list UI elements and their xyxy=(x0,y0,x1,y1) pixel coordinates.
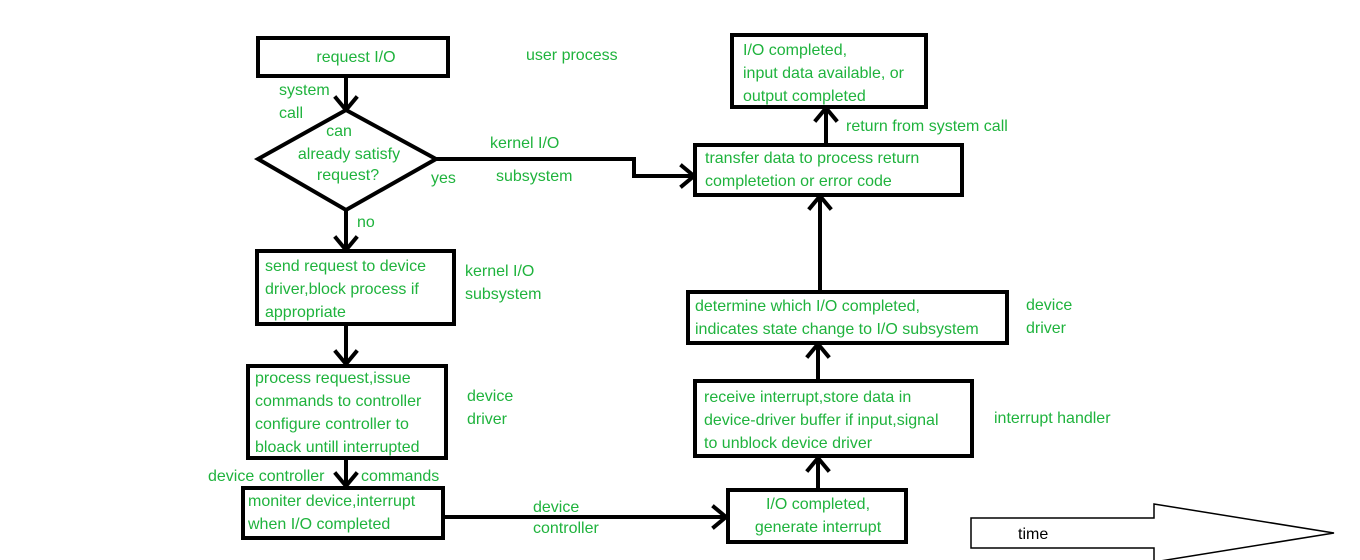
can-satisfy-decision: can already satisfy request? xyxy=(253,107,441,213)
label-yes: yes xyxy=(431,170,456,187)
send-request-line-2: driver,block process if xyxy=(265,281,419,298)
receive-line-3: to unblock device driver xyxy=(704,435,873,452)
determine-line-2: indicates state change to I/O subsystem xyxy=(695,321,979,338)
label-return-from-system-call: return from system call xyxy=(846,118,1008,135)
transfer-line-2: completetion or error code xyxy=(705,173,892,190)
decision-line-3: request? xyxy=(317,167,379,184)
monitor-device-box: moniter device,interrupt when I/O comple… xyxy=(241,486,445,540)
process-request-box: process request,issue commands to contro… xyxy=(246,364,448,460)
arrow-yes-to-transfer xyxy=(436,157,694,178)
decision-line-1: can xyxy=(326,123,352,140)
free-labels: user process system call yes no kernel I… xyxy=(208,47,1111,537)
label-subsystem-left: subsystem xyxy=(465,286,541,303)
receive-interrupt-box: receive interrupt,store data in device-d… xyxy=(693,379,974,458)
final-line-1: I/O completed, xyxy=(743,42,847,59)
request-io-box: request I/O xyxy=(256,36,450,78)
final-line-2: input data available, or xyxy=(743,65,905,82)
determine-box: determine which I/O completed, indicates… xyxy=(686,290,1009,345)
label-user-process: user process xyxy=(526,47,618,64)
process-request-line-3: configure controller to xyxy=(255,416,409,433)
label-system: system xyxy=(279,82,330,99)
send-request-line-3: appropriate xyxy=(265,304,346,321)
transfer-data-box: transfer data to process return complete… xyxy=(693,143,964,197)
time-label: time xyxy=(1018,526,1048,543)
generate-line-2: generate interrupt xyxy=(755,519,882,536)
label-call: call xyxy=(279,105,303,122)
generate-line-1: I/O completed, xyxy=(766,496,870,513)
request-io-text: request I/O xyxy=(316,49,395,66)
decision-line-2: already satisfy xyxy=(298,146,400,163)
process-request-line-1: process request,issue xyxy=(255,370,411,387)
label-controller-bottom: controller xyxy=(533,520,599,537)
monitor-device-line-2: when I/O completed xyxy=(247,516,390,533)
io-completed-generate-box: I/O completed, generate interrupt xyxy=(726,488,908,544)
transfer-line-1: transfer data to process return xyxy=(705,150,919,167)
send-request-box: send request to device driver,block proc… xyxy=(255,249,456,326)
final-line-3: output completed xyxy=(743,88,866,105)
label-interrupt-handler: interrupt handler xyxy=(994,410,1111,427)
receive-line-2: device-driver buffer if input,signal xyxy=(704,412,939,429)
label-device-left: device xyxy=(467,388,513,405)
label-subsystem-top: subsystem xyxy=(496,168,572,185)
determine-line-1: determine which I/O completed, xyxy=(695,298,920,315)
time-arrow: time xyxy=(970,503,1335,560)
io-completed-final-box: I/O completed, input data available, or … xyxy=(730,33,928,109)
monitor-device-line-1: moniter device,interrupt xyxy=(248,493,416,510)
label-driver-right: driver xyxy=(1026,320,1067,337)
send-request-line-1: send request to device xyxy=(265,258,426,275)
label-commands: commands xyxy=(361,468,439,485)
label-device-right: device xyxy=(1026,297,1072,314)
receive-line-1: receive interrupt,store data in xyxy=(704,389,911,406)
label-driver-left: driver xyxy=(467,411,508,428)
time-arrow-shape xyxy=(970,503,1335,560)
label-kernel-io-top: kernel I/O xyxy=(490,135,559,152)
process-request-line-4: bloack untill interrupted xyxy=(255,439,420,456)
label-no: no xyxy=(357,214,375,231)
label-device-bottom: device xyxy=(533,499,579,516)
label-device-controller-left: device controller xyxy=(208,468,325,485)
process-request-line-2: commands to controller xyxy=(255,393,422,410)
label-kernel-io-left: kernel I/O xyxy=(465,263,534,280)
